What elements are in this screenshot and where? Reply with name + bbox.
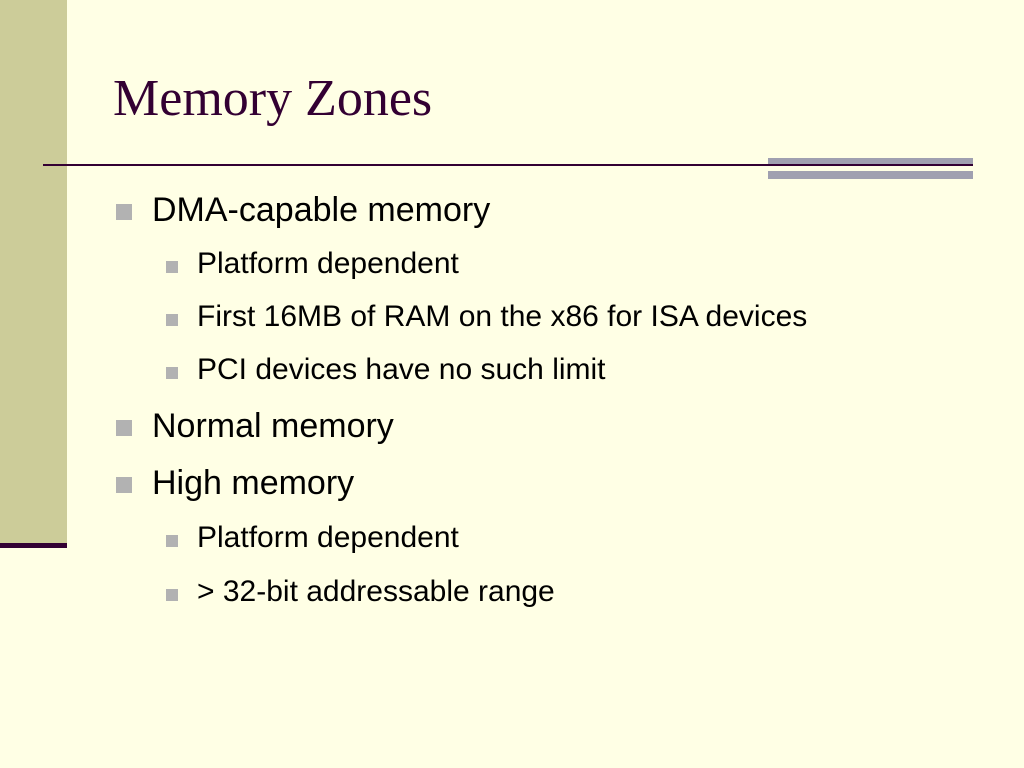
bullet-text: DMA-capable memory	[152, 191, 491, 229]
bullet-item: Normal memory	[116, 406, 394, 446]
bullet-text: > 32-bit addressable range	[197, 575, 555, 608]
left-decorative-band	[0, 0, 67, 543]
square-bullet-icon	[116, 204, 132, 220]
slide-title: Memory Zones	[113, 70, 433, 127]
sub-bullet-item: Platform dependent	[166, 520, 459, 556]
square-bullet-icon	[116, 420, 132, 436]
square-bullet-icon	[166, 261, 178, 273]
bullet-text: PCI devices have no such limit	[197, 353, 606, 386]
sub-bullet-item: PCI devices have no such limit	[166, 352, 606, 388]
accent-stripe-bottom	[768, 171, 973, 179]
left-band-underline	[0, 543, 67, 548]
accent-stripe-top	[768, 158, 973, 164]
square-bullet-icon	[166, 367, 178, 379]
bullet-item: High memory	[116, 463, 354, 503]
sub-bullet-item: Platform dependent	[166, 246, 459, 282]
bullet-text: High memory	[152, 464, 355, 502]
bullet-item: DMA-capable memory	[116, 190, 490, 230]
bullet-text: First 16MB of RAM on the x86 for ISA dev…	[197, 300, 808, 333]
square-bullet-icon	[166, 589, 178, 601]
sub-bullet-item: First 16MB of RAM on the x86 for ISA dev…	[166, 299, 807, 335]
square-bullet-icon	[166, 535, 178, 547]
square-bullet-icon	[166, 314, 178, 326]
bullet-text: Platform dependent	[197, 521, 459, 554]
square-bullet-icon	[116, 477, 132, 493]
bullet-text: Normal memory	[152, 407, 394, 445]
accent-bar	[768, 158, 973, 179]
title-divider	[43, 164, 973, 166]
sub-bullet-item: > 32-bit addressable range	[166, 574, 555, 610]
bullet-text: Platform dependent	[197, 247, 459, 280]
